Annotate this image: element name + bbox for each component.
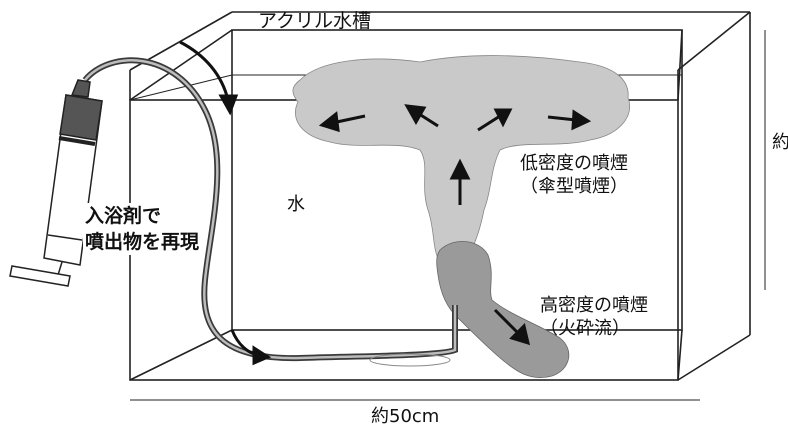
flow-arrows: [318, 104, 592, 346]
low-density-plume: [292, 55, 630, 263]
high-density-plume-label: 高密度の噴煙 （火砕流）: [540, 294, 648, 340]
bath-agent-line-2: 噴出物を再現: [85, 231, 200, 253]
bath-agent-line-1: 入浴剤で: [85, 205, 162, 227]
low-density-line-2: （傘型噴煙）: [520, 176, 628, 197]
high-density-line-1: 高密度の噴煙: [540, 295, 648, 316]
tube-flow-arrows: [179, 40, 272, 366]
height-label: 約: [772, 132, 788, 153]
low-density-line-1: 低密度の噴煙: [520, 153, 628, 174]
floor-shadow: [369, 353, 451, 367]
bath-agent-label: 入浴剤で 噴出物を再現: [83, 203, 202, 255]
high-density-plume: [436, 241, 570, 378]
width-label: 約50cm: [371, 406, 440, 427]
high-density-line-2: （火砕流）: [540, 318, 630, 339]
water-label: 水: [287, 194, 305, 215]
low-density-plume-label: 低密度の噴煙 （傘型噴煙）: [520, 152, 628, 198]
tube: [82, 57, 458, 362]
syringe: [9, 79, 103, 287]
tank-label: アクリル水槽: [258, 10, 372, 32]
